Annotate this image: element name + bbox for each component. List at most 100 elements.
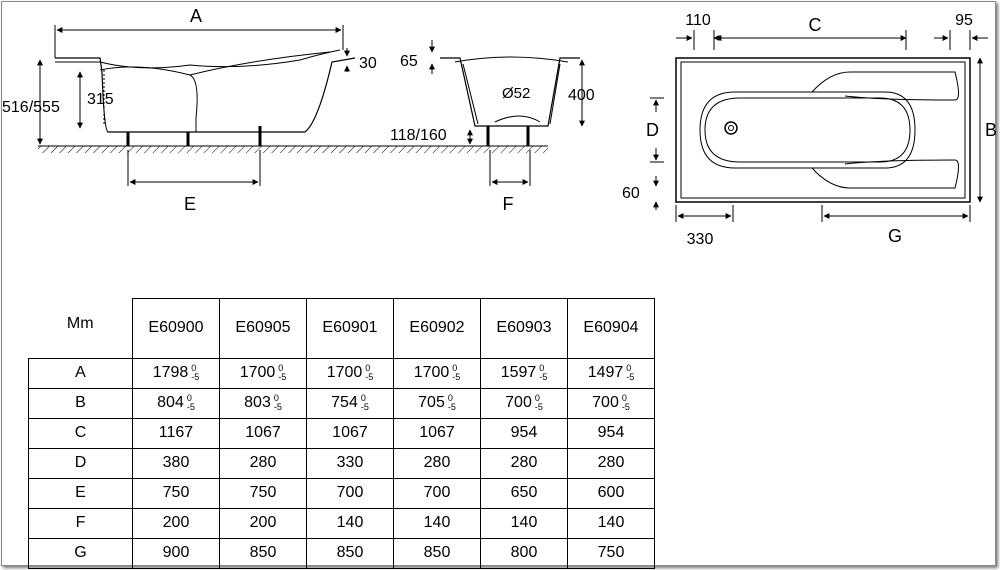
table-cell: 750	[132, 477, 220, 509]
dim-c-label: C	[809, 15, 822, 35]
dim-a-label: A	[190, 6, 202, 26]
row-label: C	[28, 417, 133, 449]
table-cell: 140	[393, 507, 481, 539]
model-header: E60901	[306, 298, 394, 359]
table-row: F 200 200 140 140 140 140	[28, 507, 655, 539]
row-label: F	[28, 507, 133, 539]
cell-tolerance: 0-5	[273, 392, 282, 412]
cell-value: 330	[336, 453, 364, 471]
cell-tolerance: 0-5	[191, 362, 200, 382]
cell-value: 140	[510, 513, 538, 531]
cell-value: 380	[162, 453, 190, 471]
row-label: G	[28, 537, 133, 569]
cell-tolerance: 0-5	[186, 392, 195, 412]
table-cell: 750	[219, 477, 307, 509]
cell-value: 280	[423, 453, 451, 471]
cell-value: 1798	[152, 363, 189, 381]
end-view	[429, 40, 585, 186]
cell-value: 140	[597, 513, 625, 531]
model-header: E60905	[219, 298, 307, 359]
side-view	[37, 25, 548, 186]
model-header: E60900	[132, 298, 220, 359]
model-header: E60902	[393, 298, 481, 359]
cell-tolerance: 0-5	[621, 392, 630, 412]
table-cell: 280	[480, 447, 568, 479]
dim-315-label: 315	[87, 91, 114, 108]
model-header: E60904	[567, 298, 655, 359]
dimensions-table: Mm E60900 E60905 E60901 E60902 E60903 E6…	[28, 298, 655, 569]
cell-value: 200	[162, 513, 190, 531]
cell-tolerance: 0-5	[626, 362, 635, 382]
dim-b-label: B	[985, 120, 997, 140]
row-label: E	[28, 477, 133, 509]
dim-g-label: G	[888, 226, 902, 246]
cell-value: 140	[336, 513, 364, 531]
dim-height-label: 516/555	[2, 99, 60, 116]
backrest-top-lower	[811, 159, 959, 189]
table-cell: 280	[393, 447, 481, 479]
table-cell: 700	[306, 477, 394, 509]
cell-value: 900	[162, 543, 190, 561]
drain-inner	[728, 125, 734, 131]
cell-tolerance: 0-5	[278, 362, 287, 382]
model-header: E60903	[480, 298, 568, 359]
tub-outline-top	[675, 57, 971, 203]
table-cell: 330	[306, 447, 394, 479]
table-cell: 700	[393, 477, 481, 509]
table-cell: 1067	[393, 417, 481, 449]
cell-value: 600	[597, 483, 625, 501]
drain-circle	[724, 121, 738, 135]
dim-400-label: 400	[568, 87, 595, 104]
dim-118-label: 118/160	[390, 127, 447, 144]
tub-body	[55, 57, 356, 133]
table-cell: 1067	[219, 417, 307, 449]
cell-value: 803	[244, 393, 271, 411]
table-cell: 600	[567, 477, 655, 509]
table-cell: 140	[567, 507, 655, 539]
cell-value: 280	[597, 453, 625, 471]
table-cell: 200	[132, 507, 220, 539]
tub-rim	[55, 49, 341, 69]
dim-95-label: 95	[955, 12, 973, 29]
cell-value: 1067	[332, 423, 368, 441]
row-label: D	[28, 447, 133, 479]
row-label: A	[28, 357, 133, 389]
cell-value: 750	[249, 483, 277, 501]
cell-value: 1497	[587, 363, 624, 381]
table-cell: 850	[393, 537, 481, 569]
cell-value: 1067	[245, 423, 281, 441]
cell-tolerance: 0-5	[365, 362, 374, 382]
table-cell: 850	[219, 537, 307, 569]
cell-value: 700	[505, 393, 532, 411]
table-cell: 954	[567, 417, 655, 449]
tub-rim-top	[680, 61, 966, 199]
cell-value: 280	[510, 453, 538, 471]
dim-110-label: 110	[685, 12, 711, 29]
dim-f-label: F	[503, 194, 514, 214]
cell-value: 850	[249, 543, 277, 561]
basin	[704, 97, 911, 163]
dim-e-label: E	[184, 194, 196, 214]
dim-330-label: 330	[687, 231, 714, 248]
floor-hatch	[38, 146, 548, 153]
dim-d-label: D	[646, 120, 659, 140]
table-cell: 280	[219, 447, 307, 479]
cell-value: 280	[249, 453, 277, 471]
drain	[494, 115, 541, 123]
table-cell: 200	[219, 507, 307, 539]
cell-value: 1067	[419, 423, 455, 441]
table-header-row: Mm E60900 E60905 E60901 E60902 E60903 E6…	[28, 298, 655, 359]
basin-outer	[699, 91, 916, 169]
table-cell: 800	[480, 537, 568, 569]
end-rim	[454, 56, 569, 63]
dim-60-label: 60	[622, 185, 640, 202]
cell-value: 850	[423, 543, 451, 561]
cell-value: 650	[510, 483, 538, 501]
